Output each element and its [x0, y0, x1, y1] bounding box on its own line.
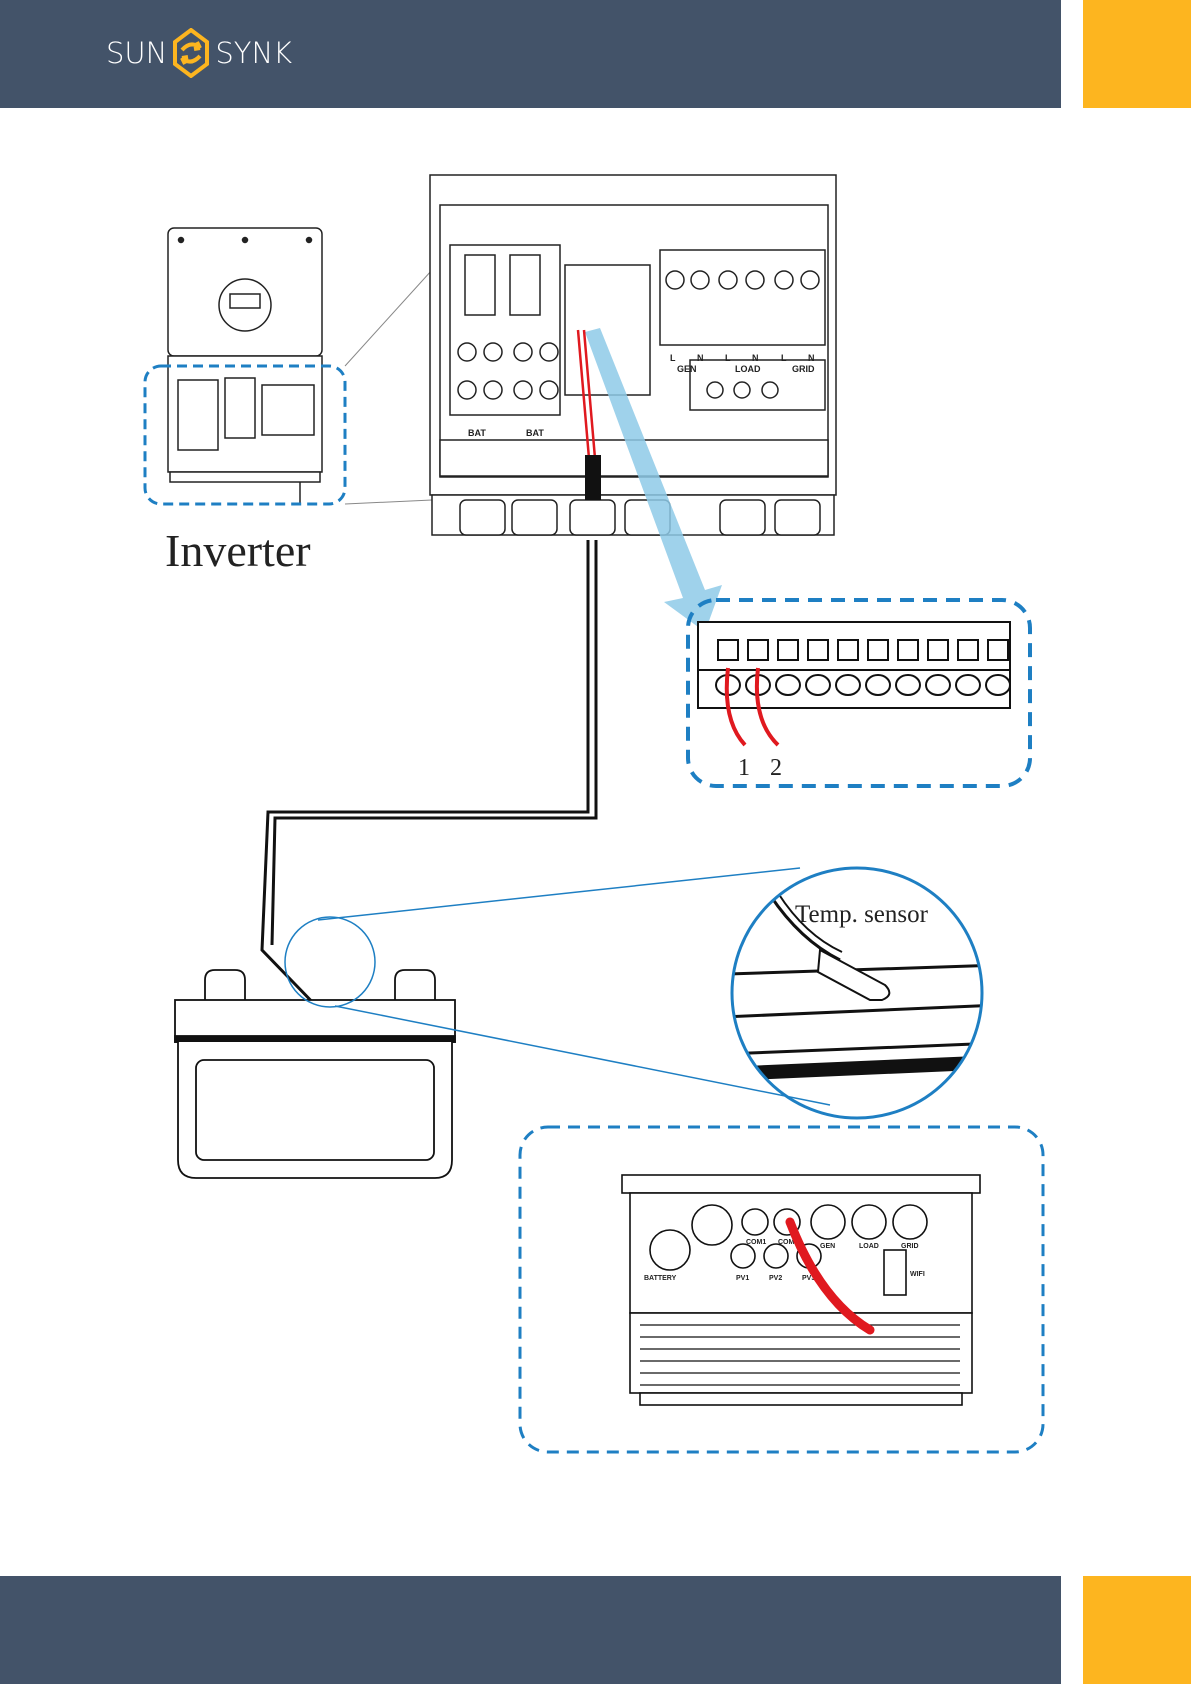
- port-pv3-label: PV3: [802, 1275, 815, 1282]
- port-com1-label: COM1: [746, 1239, 766, 1246]
- inverter-front-illustration: [167, 227, 323, 505]
- logo-emblem-icon: [173, 28, 210, 78]
- cable-sleeve: [585, 455, 601, 500]
- temp-sensor-label: Temp. sensor: [795, 901, 929, 928]
- port-gen-label: GEN: [820, 1243, 835, 1250]
- terminal-callout-box: [686, 598, 1032, 788]
- port-com2-label: COM2: [778, 1239, 798, 1246]
- header-accent: [1083, 0, 1191, 108]
- inverter-caption: Inverter: [165, 525, 311, 576]
- inverter-wiring-compartment-detail: [429, 174, 837, 536]
- grid-n-label: N: [808, 353, 815, 363]
- zoom-arrow-icon: [585, 328, 722, 632]
- logo-text-synk: SYNK: [215, 36, 293, 70]
- load-l-label: L: [725, 353, 731, 363]
- port-wifi-label: WIFI: [910, 1271, 925, 1278]
- logo-text-sun: SUN: [106, 36, 168, 70]
- terminal-block: [697, 621, 1011, 709]
- gen-l-label: L: [670, 353, 676, 363]
- inverter-bottom-view: [621, 1174, 981, 1406]
- pin-1-label: 1: [738, 755, 750, 781]
- pin-2-label: 2: [770, 755, 782, 781]
- load-n-label: N: [752, 353, 759, 363]
- port-pv1-label: PV1: [736, 1275, 749, 1282]
- bat-negative-label: BAT: [526, 428, 544, 438]
- bottom-port-labels: BATTERY COM1 COM2 PV1 PV2 PV3 GEN LOAD G…: [644, 1239, 925, 1282]
- port-load-label: LOAD: [859, 1243, 879, 1250]
- inverter-callout-box: [143, 364, 347, 506]
- terminal-wires: [724, 667, 780, 747]
- grid-l-label: L: [781, 353, 787, 363]
- sensor-zoom-circle-small: [284, 916, 376, 1008]
- sensor-cable: [260, 540, 598, 1014]
- footer-accent: [1083, 1576, 1191, 1684]
- port-pv2-label: PV2: [769, 1275, 782, 1282]
- port-grid-label: GRID: [901, 1243, 919, 1250]
- port-battery-label: BATTERY: [644, 1275, 677, 1282]
- gen-n-label: N: [697, 353, 704, 363]
- bat-positive-label: BAT: [468, 428, 486, 438]
- com2-sensor-cable: [785, 1217, 875, 1335]
- load-label: LOAD: [735, 364, 761, 374]
- ac-terminal-labels: L N L N L N GEN LOAD GRID: [670, 353, 815, 374]
- grid-label: GRID: [792, 364, 815, 374]
- sensor-wire-red: [576, 329, 598, 471]
- sunsynk-logo: SUN SYNK: [106, 28, 292, 78]
- temp-sensor-zoom-circle: [730, 866, 984, 1120]
- battery-illustration: [174, 969, 456, 1179]
- footer-band: [0, 1576, 1061, 1684]
- bottom-view-callout-box: [518, 1125, 1045, 1454]
- gen-label: GEN: [677, 364, 697, 374]
